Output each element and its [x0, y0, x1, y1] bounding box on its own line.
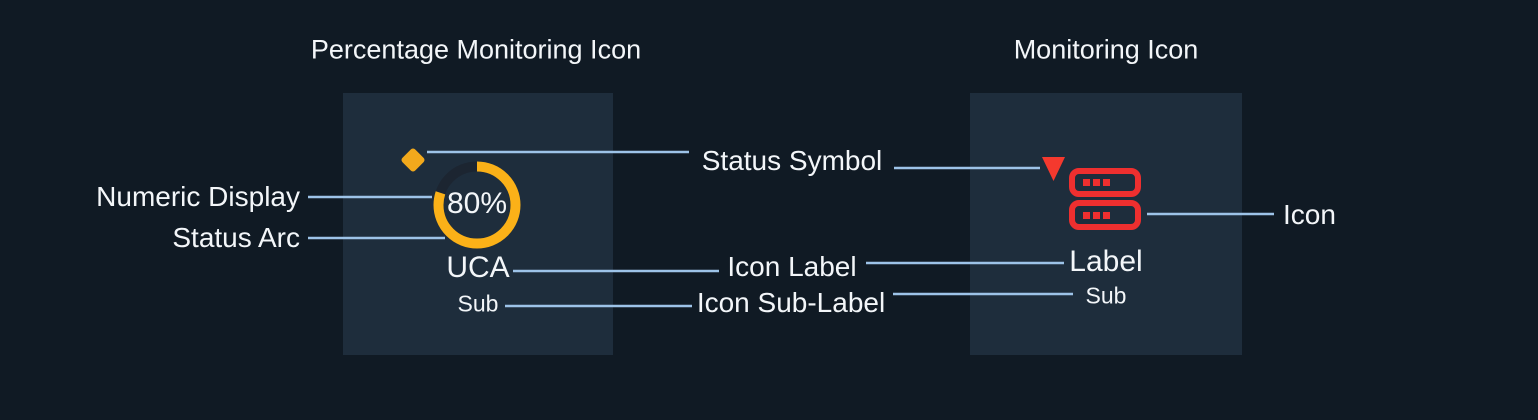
left-tile-sub-label: Sub	[457, 290, 499, 317]
right-tile-title: Monitoring Icon	[1013, 34, 1199, 65]
annotation-icon: Icon	[1283, 199, 1336, 230]
annotation-numeric-display: Numeric Display	[96, 181, 300, 212]
monitoring-tile	[970, 93, 1242, 355]
percent-value: 80%	[446, 187, 508, 220]
right-tile-label: Label	[1069, 245, 1143, 278]
left-tile-label: UCA	[446, 251, 510, 284]
annotation-icon-sub-label: Icon Sub-Label	[696, 287, 886, 318]
right-tile-sub-label: Sub	[1085, 282, 1127, 309]
annotation-status-symbol: Status Symbol	[701, 145, 883, 176]
left-tile-title: Percentage Monitoring Icon	[310, 34, 642, 65]
annotation-icon-label: Icon Label	[727, 251, 857, 282]
annotation-status-arc: Status Arc	[172, 222, 300, 253]
